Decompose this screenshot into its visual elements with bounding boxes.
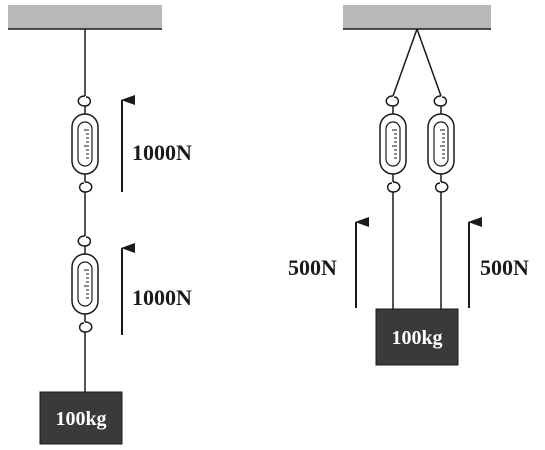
- right-mass-block: [375, 308, 459, 366]
- right-string-left: [392, 28, 418, 97]
- left-lower-force-label: 1000N: [132, 285, 192, 310]
- right-string-right: [416, 28, 442, 97]
- right-setup: 500N 500N 100kg: [288, 5, 529, 366]
- right-left-force-label: 500N: [288, 255, 337, 280]
- right-right-spring-scale: [427, 95, 455, 193]
- right-ceiling: [343, 5, 491, 29]
- left-upper-spring-scale: [71, 95, 99, 193]
- right-mass-label: 100kg: [391, 327, 442, 349]
- left-setup: 1000N 1000N 100kg: [8, 5, 192, 445]
- right-left-spring-scale: [379, 95, 407, 193]
- left-lower-spring-scale: [71, 235, 99, 333]
- left-upper-force-label: 1000N: [132, 140, 192, 165]
- left-mass-label: 100kg: [55, 408, 106, 430]
- left-ceiling: [8, 5, 162, 29]
- right-right-force-label: 500N: [480, 255, 529, 280]
- left-mass-block: [39, 391, 123, 445]
